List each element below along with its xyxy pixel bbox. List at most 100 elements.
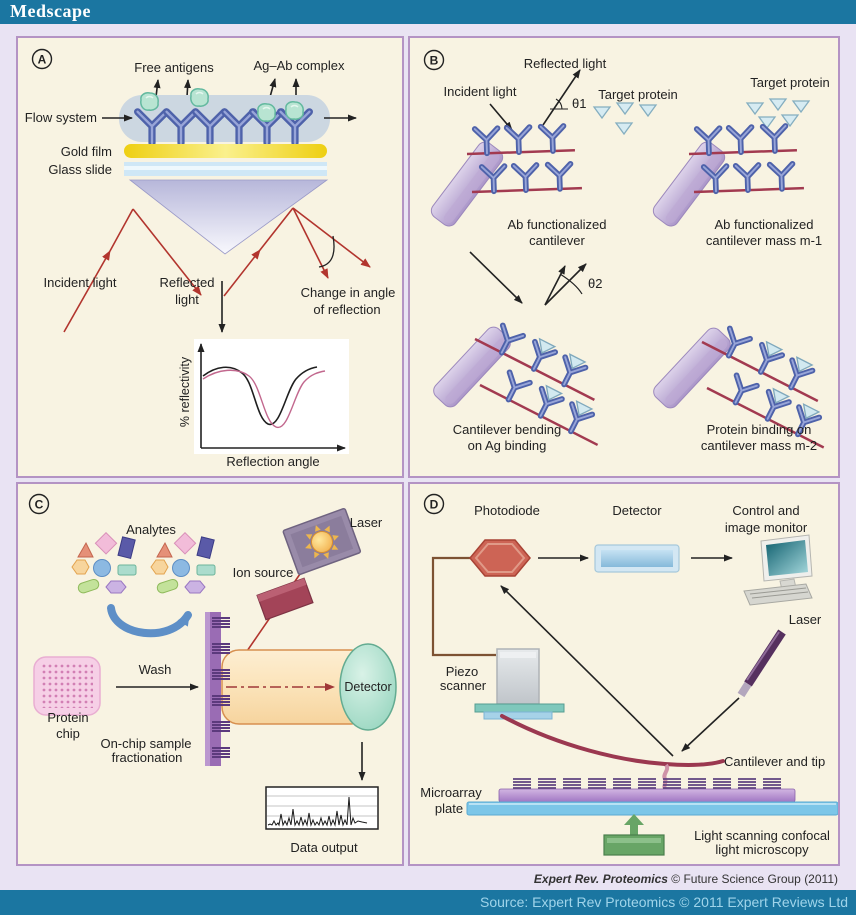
spr-curve-after bbox=[202, 369, 326, 428]
graph-x-label: Reflection angle bbox=[226, 454, 319, 469]
figure-credit: Expert Rev. Proteomics © Future Science … bbox=[0, 872, 838, 886]
light-rays bbox=[63, 207, 371, 333]
cantilever-assembly-1 bbox=[427, 126, 582, 230]
label-target-protein-2: Target protein bbox=[750, 75, 830, 90]
detector-c bbox=[339, 643, 397, 731]
target-protein-icons-2 bbox=[746, 98, 810, 129]
spr-curve-before bbox=[202, 366, 318, 425]
detector-box bbox=[594, 544, 680, 573]
label-bending-2: on Ag binding bbox=[468, 438, 547, 453]
bound-antigen-icon bbox=[285, 101, 304, 120]
cantilever-probe-tip bbox=[662, 763, 670, 792]
label-monitor-2: image monitor bbox=[725, 520, 808, 535]
label-incident-light-b: Incident light bbox=[444, 84, 517, 99]
label-piezo-2: scanner bbox=[440, 678, 487, 693]
label-ag-ab-complex: Ag–Ab complex bbox=[253, 58, 345, 73]
label-target-protein-1: Target protein bbox=[598, 87, 678, 102]
label-protein-chip-1: Protein bbox=[47, 710, 88, 725]
label-microarray-1: Microarray bbox=[420, 785, 482, 800]
label-fractionation-1: On-chip sample bbox=[100, 736, 191, 751]
analyte-cluster-1 bbox=[71, 532, 137, 595]
analyte-cluster-2 bbox=[150, 532, 216, 595]
reflected-arrow-1 bbox=[542, 69, 581, 126]
label-reflected-light-b: Reflected light bbox=[524, 56, 607, 71]
panel-d-diagram: D Photodiode Detector Control and image … bbox=[420, 493, 838, 857]
label-protein-binding-2: cantilever mass m-2 bbox=[701, 438, 817, 453]
credit-journal: Expert Rev. Proteomics bbox=[533, 872, 668, 886]
cantilever-assembly-4 bbox=[649, 324, 825, 449]
medscape-header-bar: Medscape bbox=[0, 0, 856, 24]
protein-chip bbox=[33, 656, 101, 716]
ion-source-box bbox=[256, 577, 314, 621]
label-laser-d: Laser bbox=[789, 612, 822, 627]
theta2-arrow-2 bbox=[544, 263, 587, 306]
label-change-angle-2: of reflection bbox=[313, 302, 380, 317]
label-monitor-1: Control and bbox=[732, 503, 799, 518]
panel-letter-a: A bbox=[38, 53, 47, 67]
feedback-line bbox=[431, 556, 496, 657]
confocal-light-source bbox=[603, 814, 665, 856]
label-cantilever-tip: Cantilever and tip bbox=[724, 754, 825, 769]
piezo-scanner bbox=[474, 648, 565, 720]
cantilever-beam bbox=[500, 714, 725, 767]
panel-d-afm-scanning: D Photodiode Detector Control and image … bbox=[408, 482, 840, 866]
angle-arc bbox=[318, 235, 335, 268]
theta2-arrow-1 bbox=[544, 265, 566, 306]
label-bending-1: Cantilever bending bbox=[453, 422, 561, 437]
label-ab-cantilever-m1-2: cantilever mass m-1 bbox=[706, 233, 822, 248]
chip-surface-bar bbox=[205, 612, 230, 766]
incident-arrow-2 bbox=[469, 251, 523, 304]
label-detector-c: Detector bbox=[344, 680, 391, 694]
label-protein-binding-1: Protein binding on bbox=[707, 422, 812, 437]
data-output-graph bbox=[265, 786, 379, 830]
label-ab-cantilever-1: Ab functionalized bbox=[507, 217, 606, 232]
label-data-output: Data output bbox=[290, 840, 358, 855]
free-antigen-icon bbox=[140, 92, 159, 111]
flow-cell bbox=[119, 95, 330, 142]
panel-label-d: D bbox=[423, 493, 445, 515]
label-analytes: Analytes bbox=[126, 522, 176, 537]
label-confocal-1: Light scanning confocal bbox=[694, 828, 830, 843]
theta1-arc bbox=[555, 98, 563, 110]
panel-letter-c: C bbox=[35, 498, 44, 512]
laser-to-tip-arrow bbox=[681, 697, 740, 752]
microarray-plate bbox=[466, 778, 838, 816]
laser-rod bbox=[737, 629, 786, 698]
label-ab-cantilever-m1-1: Ab functionalized bbox=[714, 217, 813, 232]
label-flow-system: Flow system bbox=[25, 110, 97, 125]
label-reflected-light-2: light bbox=[175, 292, 199, 307]
spr-graph: % reflectivity Reflection angle bbox=[178, 339, 349, 469]
label-theta2: θ2 bbox=[588, 276, 602, 291]
label-theta1: θ1 bbox=[572, 96, 586, 111]
theta2-arc bbox=[559, 273, 583, 295]
label-ab-cantilever-2: cantilever bbox=[529, 233, 585, 248]
label-piezo-1: Piezo bbox=[446, 664, 479, 679]
label-ion-source: Ion source bbox=[233, 565, 294, 580]
panel-label-a: A bbox=[31, 48, 53, 70]
label-incident-light: Incident light bbox=[44, 275, 117, 290]
label-free-antigens: Free antigens bbox=[134, 60, 214, 75]
panel-letter-d: D bbox=[430, 498, 439, 512]
graph-y-label: % reflectivity bbox=[178, 356, 192, 427]
panel-a-diagram: A Free antigens Ag–Ab complex Flow syste… bbox=[25, 48, 395, 469]
label-wash: Wash bbox=[139, 662, 172, 677]
source-text: Source: Expert Rev Proteomics © 2011 Exp… bbox=[480, 894, 848, 910]
credit-rest: © Future Science Group (2011) bbox=[667, 872, 838, 886]
label-microarray-2: plate bbox=[435, 801, 463, 816]
free-antigen-icon bbox=[190, 88, 209, 107]
target-protein-icons-1 bbox=[593, 102, 657, 135]
panel-label-b: B bbox=[423, 49, 445, 71]
label-reflected-light-1: Reflected bbox=[160, 275, 215, 290]
laser-box bbox=[282, 507, 362, 576]
panel-letter-b: B bbox=[430, 54, 439, 68]
recycle-arrow bbox=[107, 604, 192, 638]
sun-icon bbox=[305, 525, 339, 559]
label-protein-chip-2: chip bbox=[56, 726, 80, 741]
panel-b-diagram: B Reflected light Incident light θ1 Targ… bbox=[423, 49, 830, 453]
photodiode-icon bbox=[469, 539, 531, 577]
gold-film bbox=[124, 144, 327, 158]
label-photodiode: Photodiode bbox=[474, 503, 540, 518]
panel-a-spr-biosensor: A Free antigens Ag–Ab complex Flow syste… bbox=[16, 36, 404, 478]
label-laser-c: Laser bbox=[350, 515, 383, 530]
label-gold-film: Gold film bbox=[61, 144, 112, 159]
